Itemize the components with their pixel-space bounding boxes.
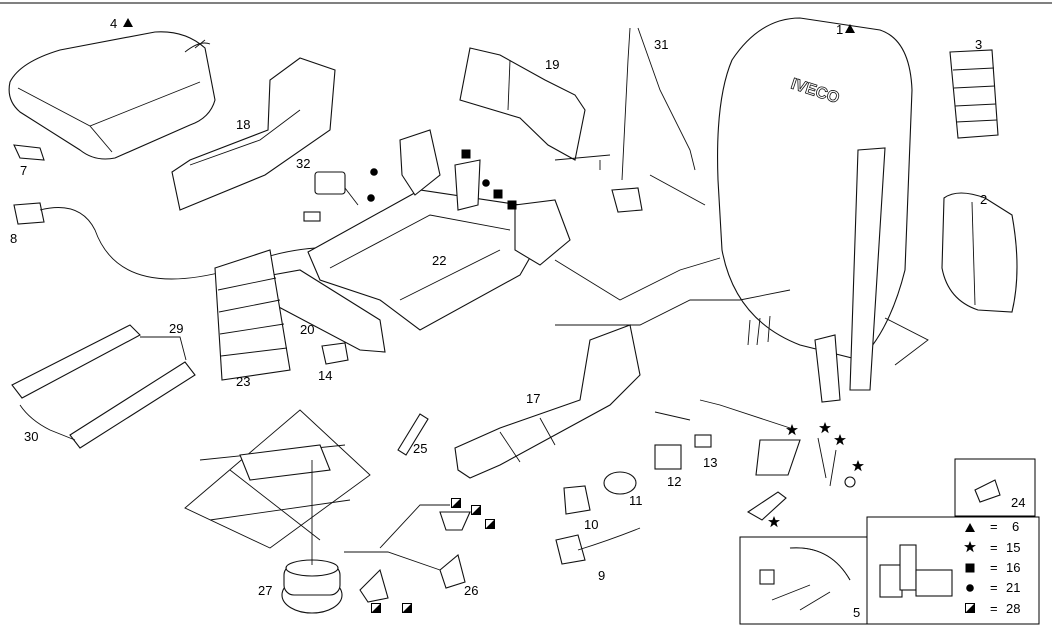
square-symbol: [461, 149, 471, 159]
part-29-30-slide-rails: [11, 324, 196, 449]
part-small-hardware-right: [746, 437, 856, 521]
legend-row-star: = 15: [964, 540, 1020, 555]
half-square-symbol: [451, 498, 461, 508]
callout-31: 31: [654, 37, 668, 52]
part-18-side-trim: [171, 57, 336, 211]
square-symbol: [493, 189, 503, 199]
part-4-seat-cushion: [8, 31, 216, 160]
callout-8: 8: [10, 231, 17, 246]
callout-18: 18: [236, 117, 250, 132]
callout-19: 19: [545, 57, 559, 72]
legend-row-square: = 16: [965, 560, 1020, 575]
callout-4: 4: [110, 16, 117, 31]
callout-14: 14: [318, 368, 332, 383]
part-12-switch: [654, 444, 682, 470]
legend-value-star: 15: [1006, 540, 1020, 555]
legend-row-half-square: = 28: [965, 601, 1020, 616]
circle-symbol: [966, 584, 974, 592]
part-7-clip: [13, 144, 45, 161]
part-2-side-bolster: [941, 192, 1018, 313]
legend-value-triangle: 6: [1012, 519, 1019, 534]
leader-lines: [140, 154, 929, 571]
callout-20: 20: [300, 322, 314, 337]
legend-row-circle: = 21: [966, 580, 1020, 595]
part-26-brackets: [359, 511, 471, 603]
callout-5: 5: [853, 605, 860, 620]
callout-26: 26: [464, 583, 478, 598]
callout-25: 25: [413, 441, 427, 456]
legend-eq: =: [990, 560, 998, 575]
circle-symbol: [367, 194, 375, 202]
callout-27: 27: [258, 583, 272, 598]
star-symbol: [852, 460, 864, 472]
callout-2: 2: [980, 192, 987, 207]
part-suspension-scissor: [184, 409, 371, 549]
callout-1: 1: [836, 22, 843, 37]
star-symbol: [768, 516, 780, 528]
callout-22: 22: [432, 253, 446, 268]
part-22-seat-frame: [307, 129, 571, 331]
part-1-backrest: [717, 17, 913, 403]
part-31-seat-belt: [611, 27, 696, 213]
callout-32: 32: [296, 156, 310, 171]
legend-eq: =: [990, 519, 998, 534]
star-symbol: [786, 424, 798, 436]
half-square-symbol: [371, 603, 381, 613]
inset-24: 24: [954, 458, 1036, 517]
callout-3: 3: [975, 37, 982, 52]
callout-24: 24: [1011, 495, 1025, 510]
part-23-bellows: [214, 249, 291, 381]
callout-11: 11: [629, 493, 643, 508]
part-13-connector: [694, 434, 712, 448]
callout-12: 12: [667, 474, 681, 489]
star-symbol: [819, 422, 831, 434]
callout-30: 30: [24, 429, 38, 444]
legend-illustration: [879, 544, 953, 598]
legend-box: = 6 = 15 = 16 = 21 = 28: [866, 516, 1040, 625]
square-symbol: [507, 200, 517, 210]
half-square-symbol: [402, 603, 412, 613]
circle-symbol: [482, 179, 490, 187]
callout-13: 13: [703, 455, 717, 470]
triangle-symbol-4: [123, 18, 133, 27]
callout-23: 23: [236, 374, 250, 389]
legend-eq: =: [990, 601, 998, 616]
legend-value-half-square: 28: [1006, 601, 1020, 616]
part-27-air-spring: [281, 559, 343, 614]
part-9-harness: [555, 527, 641, 565]
part-3-lumbar-pad: [949, 49, 999, 139]
inset-5: 5: [739, 536, 868, 625]
legend-eq: =: [990, 540, 998, 555]
part-8-connector-cable: [13, 202, 361, 280]
part-10-knob: [563, 485, 591, 515]
callout-29: 29: [169, 321, 183, 336]
part-11-knob: [603, 471, 637, 495]
part-25-damper: [397, 413, 429, 456]
callout-labels: 4 1 3 2 7 8 18 19 31 32 22 20 14 29 23 3…: [10, 16, 987, 598]
callout-9: 9: [598, 568, 605, 583]
callout-7: 7: [20, 163, 27, 178]
legend-value-circle: 21: [1006, 580, 1020, 595]
part-14-lever: [321, 342, 349, 365]
part-32-buckle: [303, 171, 359, 222]
callout-10: 10: [584, 517, 598, 532]
star-symbol: [834, 434, 846, 446]
half-square-symbol: [485, 519, 495, 529]
legend-eq: =: [990, 580, 998, 595]
legend-row-triangle: = 6: [965, 519, 1019, 534]
half-square-symbol: [471, 505, 481, 515]
part-17-side-cover: [454, 324, 641, 479]
half-square-symbol: [965, 603, 975, 613]
circle-symbol: [370, 168, 378, 176]
callout-17: 17: [526, 391, 540, 406]
legend-value-square: 16: [1006, 560, 1020, 575]
part-19-rear-trim: [459, 47, 586, 161]
square-symbol: [965, 563, 975, 573]
